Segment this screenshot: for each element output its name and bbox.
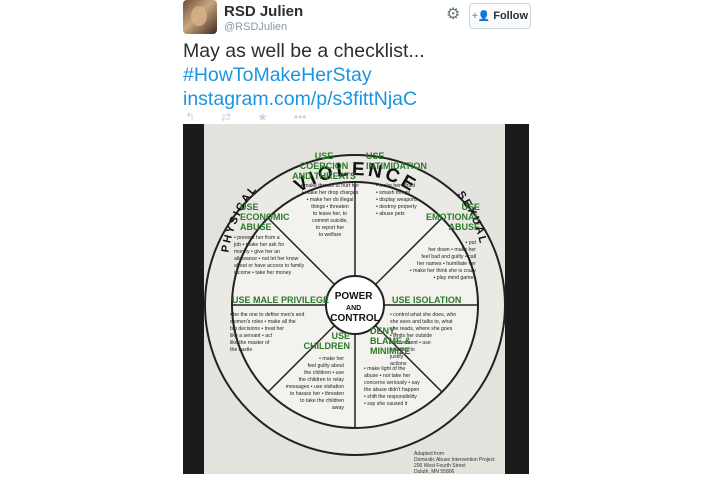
section-body-line: away	[332, 405, 345, 411]
section-body-line: • shift the responsibility	[364, 394, 417, 400]
more-icon[interactable]: •••	[293, 110, 307, 124]
section-body-line: things • threaten	[311, 204, 349, 210]
wheel-graphic: POWER AND CONTROL VIOLENCE PHYSICAL SEXU…	[204, 151, 506, 456]
section-title: USE MALE PRIVILEGE	[232, 295, 329, 305]
section-body-line: • prevent her from a	[234, 235, 280, 241]
center-and: AND	[346, 305, 361, 312]
section-body-line: feel bad and guilty • call	[421, 254, 476, 260]
section-body-line: • control what she does, who	[390, 312, 456, 318]
tweet-actions: ↰ ⇄ ★ •••	[185, 110, 307, 124]
section-body-line: messages • use visitation	[286, 384, 344, 390]
section-body-line: actions	[390, 361, 407, 367]
section-body-line: like a servant • act	[230, 333, 273, 339]
section-body-line: involvement • use	[390, 340, 431, 346]
reply-icon[interactable]: ↰	[185, 110, 196, 124]
section-body-line: like the master of	[230, 340, 270, 346]
section-body-line: • make her think she is crazy	[410, 268, 477, 274]
section-title: AND THREATS	[292, 171, 356, 181]
username[interactable]: @RSDJulien	[224, 21, 288, 33]
hashtag-link[interactable]: #HowToMakeHerStay	[183, 64, 372, 86]
section-title: BLAME &	[370, 336, 411, 346]
section-body-line: • make her afraid	[376, 183, 415, 189]
section-title: MINIMIZE	[370, 346, 411, 356]
retweet-icon[interactable]: ⇄	[221, 110, 232, 124]
section-body-line: • make her drop charges	[302, 190, 359, 196]
tweet-photo[interactable]: POWER AND CONTROL VIOLENCE PHYSICAL SEXU…	[183, 124, 529, 475]
section-body-line: the children to relay	[299, 377, 345, 383]
section-title: USE ISOLATION	[392, 295, 461, 305]
section-body-line: • abuse pets	[376, 211, 405, 217]
instagram-link[interactable]: instagram.com/p/s3fittNjaC	[183, 88, 418, 110]
section-body-line: • be the one to define men's and	[230, 312, 304, 318]
section-body-line: to harass her • threaten	[290, 391, 344, 397]
section-body-line: justify	[389, 354, 404, 360]
section-body-line: to welfare	[319, 232, 342, 238]
section-body-line: about or have access to family	[234, 263, 304, 269]
section-body-line: • say she caused it	[364, 401, 408, 407]
power-control-wheel-poster: POWER AND CONTROL VIOLENCE PHYSICAL SEXU…	[204, 124, 506, 475]
section-title: ABUSE	[240, 222, 272, 232]
section-body-line: allowance • not let her know	[234, 256, 299, 262]
section-body-line: feel guilty about	[308, 363, 345, 369]
section-body-line: • make light of the	[364, 366, 405, 372]
section-body-line: she reads, where she goes	[390, 326, 453, 332]
gear-icon[interactable]: ⚙	[446, 6, 461, 23]
section-body-line: women's roles • make all the	[230, 319, 296, 325]
section-title: EMOTIONAL	[426, 212, 480, 222]
center-hub	[325, 275, 385, 335]
section-body-line: the abuse didn't happen	[364, 387, 419, 393]
section-body-line: • display weapons	[376, 197, 418, 203]
tweet-text: May as well be a checklist... #HowToMake…	[183, 39, 425, 111]
section-body-line: • play mind games	[434, 275, 477, 281]
section-body-line: to report her	[316, 225, 345, 231]
section-title: COERCION	[300, 161, 349, 171]
section-title: ABUSE	[448, 222, 480, 232]
section-body-line: concerns seriously • say	[364, 380, 420, 386]
section-title: USE	[315, 151, 334, 161]
section-body-line: big decisions • treat her	[230, 326, 284, 332]
section-body-line: • destroy property	[376, 204, 417, 210]
tweet-body-text: May as well be a checklist...	[183, 40, 425, 62]
section-body-line: the castle	[230, 347, 252, 353]
follow-button[interactable]: +👤 Follow	[469, 3, 531, 29]
svg-text:POWER AND: POWER AND CONTROL	[330, 291, 379, 324]
section-body-line: she sees and talks to, what	[390, 319, 453, 325]
section-body-line: jealousy to	[389, 347, 415, 353]
section-body-line: • put	[466, 240, 477, 246]
section-body-line: her down • make her	[428, 247, 476, 253]
section-body-line: • limits her outside	[390, 333, 432, 339]
section-body-line: her names • humiliate her	[417, 261, 476, 267]
section-body-line: commit suicide,	[312, 218, 348, 224]
center-control: CONTROL	[330, 313, 379, 324]
section-body-line: • smash things	[376, 190, 410, 196]
spokes	[232, 182, 478, 428]
favorite-icon[interactable]: ★	[257, 110, 268, 124]
credit-text: Adapted from Domestic Abuse Intervention…	[414, 451, 495, 475]
section-title: INTIMIDATION	[366, 161, 427, 171]
section-body-line: income • take her money	[234, 270, 292, 276]
section-title: ECONOMIC	[240, 212, 290, 222]
follow-button-label: Follow	[493, 10, 529, 22]
avatar[interactable]	[183, 0, 217, 34]
display-name[interactable]: RSD Julien	[224, 3, 304, 20]
add-user-icon: +👤	[471, 10, 491, 22]
center-power: POWER	[335, 291, 374, 302]
section-body-line: • make her	[319, 356, 344, 362]
section-body-line: job • make her ask for	[233, 242, 285, 248]
section-title: USE	[331, 331, 350, 341]
section-body-line: to leave her, to	[313, 211, 347, 217]
section-body-line: the children • use	[304, 370, 344, 376]
section-body-line: • make her do illegal	[307, 197, 354, 203]
section-title: CHILDREN	[304, 341, 351, 351]
section-body-line: money • give her an	[234, 249, 280, 255]
section-body-line: • make threats to hurt her	[301, 183, 360, 189]
section-title: DENY,	[370, 326, 397, 336]
section-body-line: to take the children	[300, 398, 344, 404]
section-title: USE	[240, 202, 259, 212]
section-title: USE	[366, 151, 385, 161]
section-body-line: abuse • not take her	[364, 373, 411, 379]
section-title: USE	[461, 202, 480, 212]
